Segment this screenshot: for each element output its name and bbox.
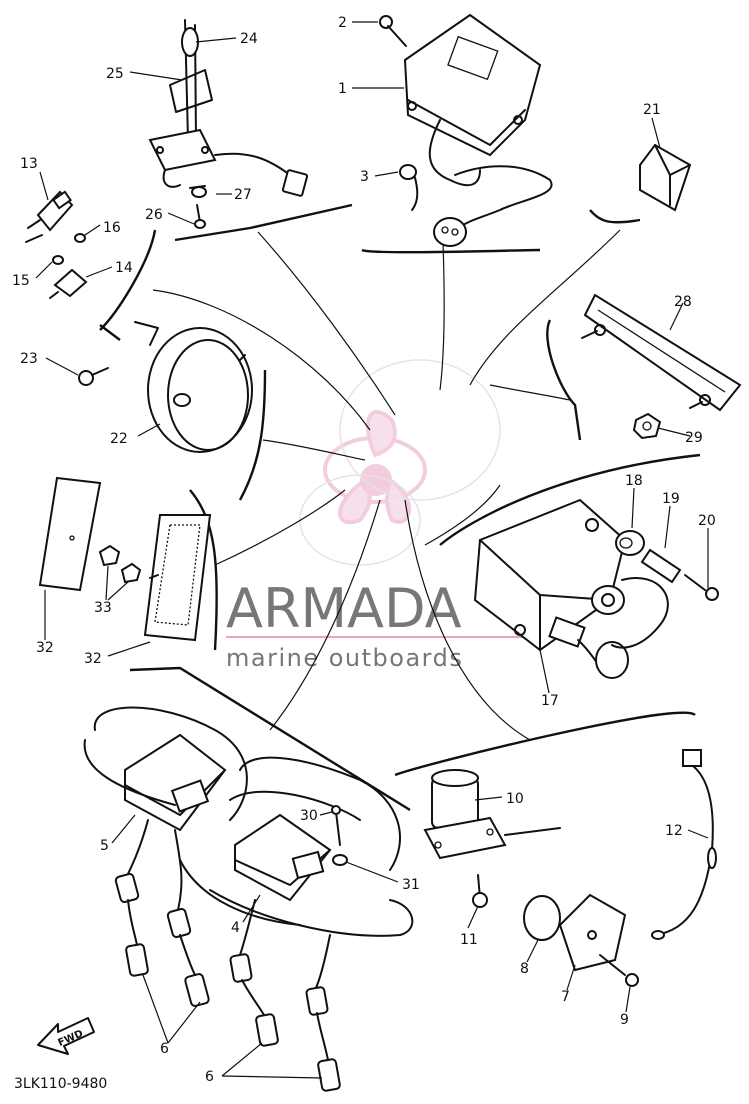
label-part-22: 22 bbox=[110, 431, 128, 447]
label-part-31: 31 bbox=[402, 877, 420, 893]
label-part-32a: 32 bbox=[36, 640, 54, 656]
grommet-3 bbox=[399, 164, 417, 180]
collar-18 bbox=[615, 530, 645, 556]
label-part-32b: 32 bbox=[84, 651, 102, 667]
solenoid-10 bbox=[423, 769, 561, 860]
label-part-26: 26 bbox=[145, 207, 163, 223]
ignition-coil-4 bbox=[234, 813, 332, 902]
o-ring-8 bbox=[523, 895, 561, 941]
label-part-28: 28 bbox=[674, 294, 692, 310]
leader-lines bbox=[35, 21, 709, 1079]
part-labels: 1 2 3 4 5 6 6 7 8 9 10 11 12 13 14 15 16… bbox=[12, 15, 716, 1085]
watermark bbox=[299, 359, 501, 566]
bolt-23 bbox=[78, 367, 109, 386]
bolt-2 bbox=[379, 15, 407, 47]
harness-loops bbox=[83, 706, 414, 937]
outline-shadow bbox=[299, 359, 501, 566]
hv-leads-6 bbox=[114, 819, 341, 1092]
switch-assembly bbox=[25, 190, 88, 299]
washer-31 bbox=[332, 854, 348, 866]
label-part-19: 19 bbox=[662, 491, 680, 507]
label-part-8: 8 bbox=[520, 961, 529, 977]
label-part-5: 5 bbox=[100, 838, 109, 854]
bolt-9 bbox=[599, 954, 639, 987]
label-part-6a: 6 bbox=[160, 1041, 169, 1057]
sensor-assembly bbox=[148, 19, 309, 229]
ignition-coil-5 bbox=[124, 733, 227, 832]
label-part-29: 29 bbox=[685, 430, 703, 446]
bar-28 bbox=[581, 293, 742, 412]
diagram-code: 3LK110-9480 bbox=[14, 1076, 107, 1092]
label-part-9: 9 bbox=[620, 1012, 629, 1028]
label-part-33: 33 bbox=[94, 600, 112, 616]
screw-11 bbox=[472, 874, 488, 908]
fwd-arrow-icon: FWD bbox=[37, 1017, 95, 1055]
label-part-24: 24 bbox=[240, 31, 258, 47]
watermark-tagline: marine outboards bbox=[226, 644, 463, 672]
plate-32b bbox=[143, 514, 212, 642]
nut-29 bbox=[632, 412, 662, 440]
label-part-2: 2 bbox=[338, 15, 347, 31]
horn-22 bbox=[134, 321, 253, 453]
cover-7 bbox=[558, 893, 627, 972]
label-part-21: 21 bbox=[643, 102, 661, 118]
watermark-brand: ARMADA bbox=[226, 577, 462, 640]
sleeve-19 bbox=[640, 548, 682, 584]
plate-32a bbox=[38, 476, 102, 592]
nuts-33 bbox=[98, 544, 142, 584]
label-part-14: 14 bbox=[115, 260, 133, 276]
label-part-16: 16 bbox=[103, 220, 121, 236]
propeller-logo-icon bbox=[323, 410, 427, 525]
label-part-27: 27 bbox=[234, 187, 252, 203]
label-part-3: 3 bbox=[360, 169, 369, 185]
label-part-11: 11 bbox=[460, 932, 478, 948]
relay-block bbox=[639, 143, 692, 212]
label-part-25: 25 bbox=[106, 66, 124, 82]
label-part-30: 30 bbox=[300, 808, 318, 824]
connection-lines bbox=[152, 229, 621, 741]
label-part-6b: 6 bbox=[205, 1069, 214, 1085]
label-part-10: 10 bbox=[506, 791, 524, 807]
label-part-12: 12 bbox=[665, 823, 683, 839]
label-part-23: 23 bbox=[20, 351, 38, 367]
section-brackets bbox=[99, 203, 701, 812]
label-part-15: 15 bbox=[12, 273, 30, 289]
lead-wire-12 bbox=[651, 749, 717, 940]
bolt-20 bbox=[684, 574, 719, 601]
screw-30 bbox=[331, 805, 341, 846]
label-part-1: 1 bbox=[338, 81, 347, 97]
label-part-20: 20 bbox=[698, 513, 716, 529]
label-part-17: 17 bbox=[541, 693, 559, 709]
label-part-4: 4 bbox=[231, 920, 240, 936]
label-part-7: 7 bbox=[561, 989, 570, 1005]
tilt-motor-17 bbox=[473, 498, 669, 679]
cdi-unit bbox=[403, 13, 553, 247]
label-part-13: 13 bbox=[20, 156, 38, 172]
label-part-18: 18 bbox=[625, 473, 643, 489]
